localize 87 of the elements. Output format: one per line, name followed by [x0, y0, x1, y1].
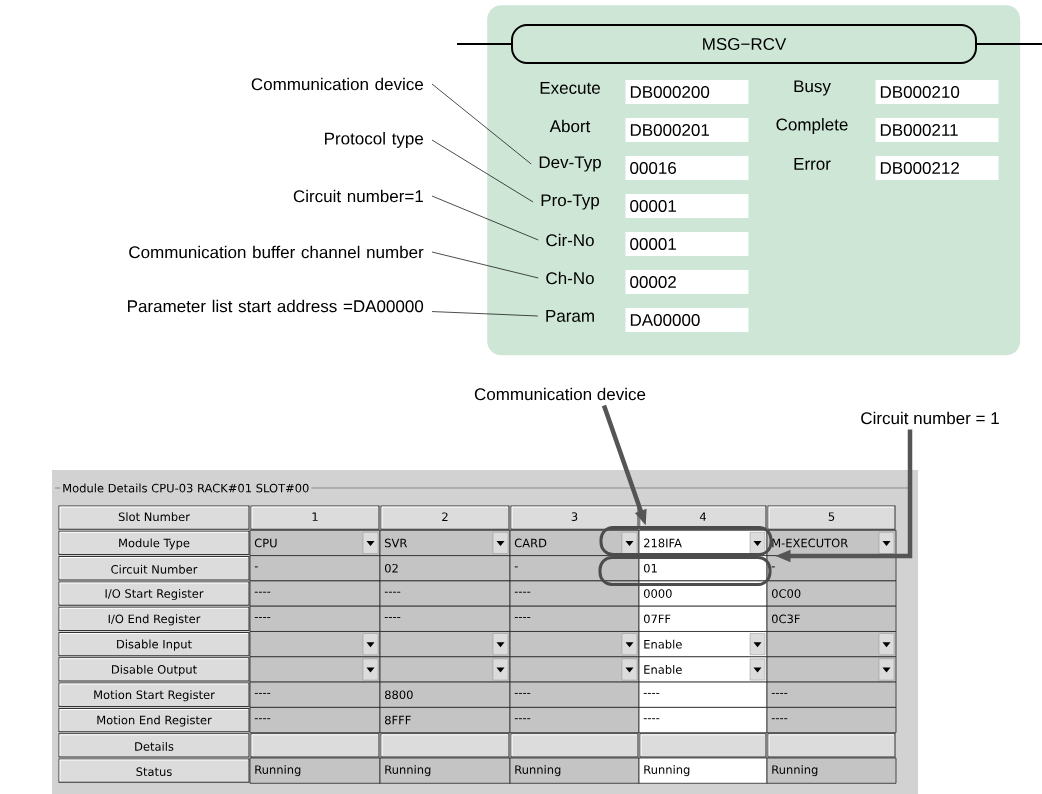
- table-cell: Running: [638, 757, 768, 784]
- table-cell: ----: [249, 707, 381, 734]
- callout-text: Circuit number = 1: [861, 411, 999, 425]
- column-header: 3: [510, 505, 639, 530]
- connection-line: [456, 43, 512, 45]
- table-cell: ----: [509, 707, 640, 734]
- annotation-text: Communication buffer channel number: [129, 245, 424, 259]
- value-box: 00002: [625, 270, 749, 294]
- dropdown-field: M-EXECUTOR: [766, 529, 897, 556]
- table-cell: -: [509, 555, 640, 582]
- value-box: DB000210: [875, 80, 999, 104]
- row-header: I/O End Register: [58, 606, 250, 631]
- annotation-text: Communication device: [251, 77, 423, 91]
- leader-line: [431, 251, 539, 279]
- value-box: DB000211: [875, 118, 999, 142]
- column-header: 5: [767, 505, 896, 530]
- row-header: Disable Output: [58, 657, 250, 682]
- row-header: Slot Number: [58, 505, 250, 530]
- table-cell: Running: [249, 757, 381, 784]
- table-cell: 02: [379, 555, 511, 582]
- table-cell: Running: [766, 757, 897, 784]
- row-header: I/O Start Register: [58, 581, 250, 606]
- table-cell: ----: [766, 681, 897, 708]
- row-header: Details: [58, 733, 250, 758]
- table-cell: Running: [379, 757, 511, 784]
- annotation-text: Parameter list start address =DA00000: [128, 299, 424, 313]
- column-header: 2: [380, 505, 510, 530]
- value-box: DA00000: [625, 308, 749, 332]
- leader-line: [431, 83, 532, 165]
- value-box: 00001: [625, 194, 749, 218]
- row-header: Disable Input: [58, 632, 250, 657]
- table-cell: ----: [766, 707, 897, 734]
- table-cell: ----: [638, 707, 768, 734]
- table-cell: ----: [249, 580, 381, 607]
- table-cell: Running: [509, 757, 640, 784]
- row-header: Motion End Register: [58, 707, 250, 733]
- dropdown-field: 218IFA: [638, 529, 768, 556]
- pin-label: Pro-Typ: [541, 194, 600, 210]
- highlight-outline: [599, 526, 773, 556]
- value-box: 00001: [625, 232, 749, 256]
- column-header: 1: [250, 505, 380, 530]
- table-cell: ----: [379, 580, 511, 607]
- table-cell: ----: [249, 681, 381, 708]
- table-cell: ----: [638, 681, 768, 708]
- pin-label: Execute: [540, 82, 600, 94]
- leader-line: [431, 311, 539, 317]
- row-header: Status: [58, 758, 250, 783]
- pin-label: Complete: [776, 118, 848, 134]
- table-cell: 0C3F: [766, 605, 897, 632]
- table-cell: ----: [249, 605, 381, 632]
- table-cell: 0000: [638, 580, 768, 607]
- pin-label: Cir-No: [546, 233, 594, 247]
- row-header: Motion Start Register: [58, 682, 250, 707]
- leader-line: [431, 139, 534, 203]
- table-cell: 8FFF: [379, 707, 511, 734]
- table-cell: 8800: [379, 681, 511, 708]
- pin-label: Abort: [549, 119, 591, 133]
- dropdown-field: Enable: [638, 631, 768, 658]
- table-cell: -: [249, 555, 381, 582]
- dropdown-field: CARD: [509, 529, 640, 556]
- value-box: DB000200: [625, 80, 749, 104]
- annotation-text: Circuit number=1: [293, 189, 423, 203]
- row-header: Module Type: [58, 530, 250, 556]
- leader-line: [431, 195, 539, 241]
- pin-label: Busy: [794, 80, 831, 96]
- callout-text: Communication device: [474, 387, 646, 401]
- pin-label: Dev-Typ: [539, 156, 601, 172]
- highlight-outline: [598, 556, 772, 586]
- pin-label: Ch-No: [546, 271, 594, 285]
- table-cell: ----: [509, 580, 640, 607]
- dropdown-field: CPU: [249, 529, 381, 556]
- value-box: DB000201: [625, 118, 749, 142]
- dropdown-field: SVR: [379, 529, 511, 556]
- table-cell: 0C00: [766, 580, 897, 607]
- table-cell: ----: [509, 605, 640, 632]
- table-cell: ----: [379, 605, 511, 632]
- value-box: 00016: [625, 156, 749, 180]
- row-header: Circuit Number: [58, 556, 250, 581]
- pin-label: Error: [794, 158, 831, 170]
- value-box: DB000212: [875, 156, 999, 180]
- pin-label: Param: [546, 310, 594, 322]
- table-cell: ----: [509, 681, 640, 708]
- function-header: MSG−RCV: [511, 24, 977, 64]
- annotation-text: Protocol type: [325, 132, 424, 148]
- table-cell: 07FF: [638, 605, 768, 632]
- connection-line: [976, 43, 1042, 45]
- dropdown-field: Enable: [638, 656, 768, 683]
